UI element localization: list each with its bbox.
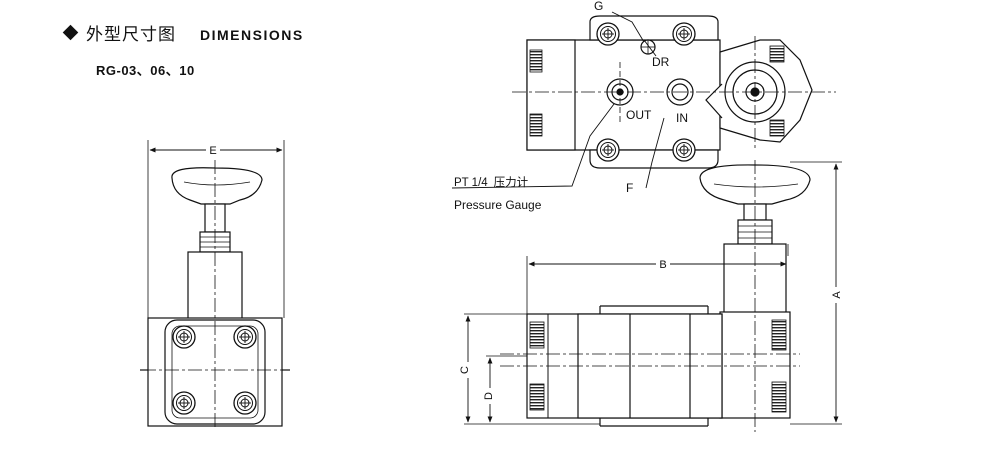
bolt-icon bbox=[172, 325, 196, 349]
port-label-g: G bbox=[594, 0, 603, 13]
bolt-icon bbox=[672, 138, 696, 162]
gauge-chinese: 压力计 bbox=[494, 175, 529, 189]
port-label-dr: DR bbox=[652, 55, 670, 69]
bolt-icon bbox=[596, 138, 620, 162]
title-row: 外型尺寸图 DIMENSIONS bbox=[62, 20, 304, 46]
dimension-label-c: C bbox=[459, 366, 471, 374]
port-label-f: F bbox=[626, 181, 633, 195]
bolt-icon bbox=[672, 22, 696, 46]
dimension-label-e: E bbox=[209, 145, 216, 157]
bolt-icon bbox=[233, 325, 257, 349]
gauge-spec-label: PT 1/4 压力计 bbox=[454, 175, 529, 189]
dimension-label-a: A bbox=[831, 291, 843, 299]
bolt-icon bbox=[233, 391, 257, 415]
bolt-icon bbox=[172, 391, 196, 415]
header: 外型尺寸图 DIMENSIONS RG-03、06、10 bbox=[62, 20, 382, 80]
bolt-icon bbox=[596, 22, 620, 46]
leaders bbox=[451, 11, 665, 189]
dimension-label-b: B bbox=[659, 259, 666, 271]
side-view bbox=[464, 160, 842, 432]
gauge-label-english: Pressure Gauge bbox=[454, 198, 542, 212]
port-label-in: IN bbox=[676, 111, 688, 125]
gauge-spec: PT 1/4 bbox=[454, 177, 488, 189]
port-label-out: OUT bbox=[626, 108, 652, 122]
front-view bbox=[140, 140, 290, 430]
title-chinese: 外型尺寸图 bbox=[86, 25, 176, 45]
dimension-label-d: D bbox=[483, 392, 495, 400]
title-english: DIMENSIONS bbox=[200, 27, 304, 43]
top-view bbox=[512, 15, 836, 169]
model-numbers: RG-03、06、10 bbox=[96, 63, 195, 78]
